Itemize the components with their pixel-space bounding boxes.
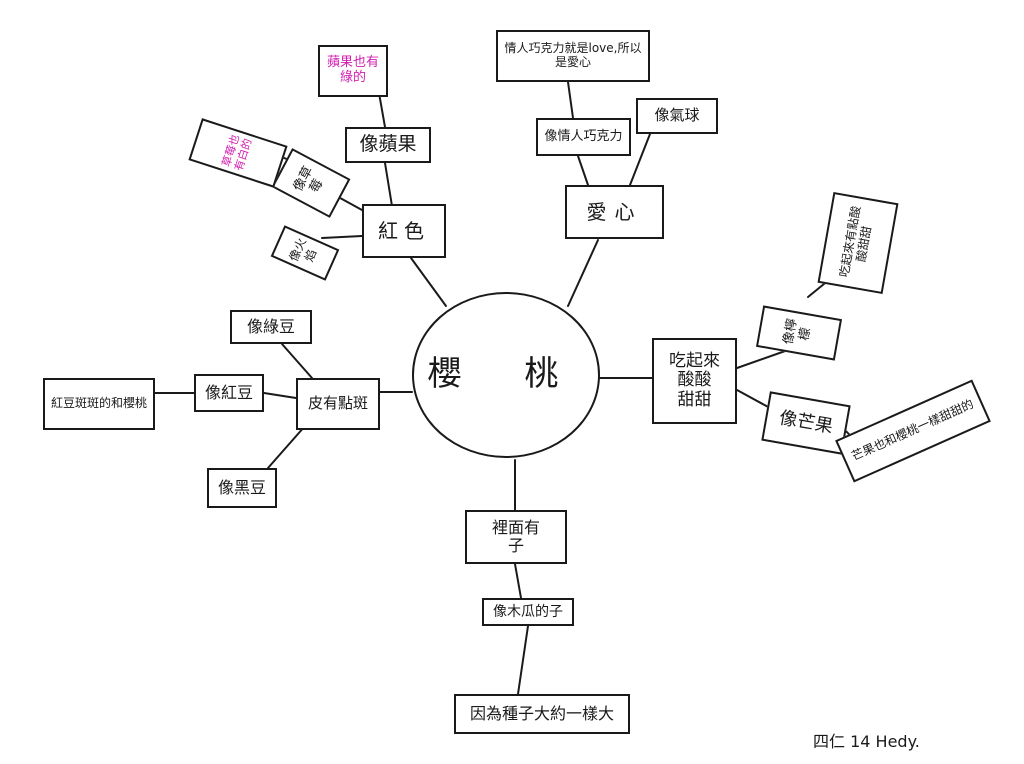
- node-spots: 皮有點斑: [296, 378, 380, 430]
- link-red-fire: [321, 235, 363, 239]
- link-taste-lemon: [736, 349, 789, 369]
- link-heart-love: [577, 155, 589, 186]
- author-signature: 四仁 14 Hedy.: [813, 732, 920, 751]
- node-apple: 像蘋果: [345, 127, 431, 163]
- node-mung: 像綠豆: [230, 310, 312, 344]
- node-love-note: 情人巧克力就是love,所以是愛心: [496, 30, 650, 82]
- link-papaya-note: [517, 625, 529, 695]
- link-red-apple: [384, 162, 393, 207]
- node-blackbean: 像黑豆: [207, 468, 277, 508]
- node-heart: 愛心: [565, 185, 664, 239]
- node-balloon: 像氣球: [636, 98, 718, 134]
- node-inside: 裡面有 子: [465, 510, 567, 564]
- link-center-red: [410, 257, 447, 307]
- node-taste: 吃起來 酸酸 甜甜: [652, 338, 737, 424]
- link-inside-papaya: [514, 563, 522, 599]
- link-spots-mung: [281, 343, 313, 379]
- node-redbean-note: 紅豆斑斑的和櫻桃: [43, 378, 155, 430]
- node-papaya-note: 因為種子大約一樣大: [454, 694, 630, 734]
- center-node-cherry: 櫻 桃: [412, 292, 600, 458]
- node-red: 紅色: [362, 204, 446, 258]
- node-redbean: 像紅豆: [194, 374, 264, 412]
- link-spots-blackbean: [267, 425, 306, 469]
- node-papaya: 像木瓜的子: [482, 598, 574, 626]
- link-love-note: [567, 81, 574, 119]
- link-center-heart: [567, 239, 599, 307]
- node-apple-note: 蘋果也有綠的: [318, 45, 388, 97]
- link-heart-balloon: [629, 133, 651, 186]
- link-taste-mango: [736, 389, 771, 409]
- link-spots-redbean: [263, 392, 297, 399]
- node-love-heart: 像情人巧克力: [536, 118, 631, 156]
